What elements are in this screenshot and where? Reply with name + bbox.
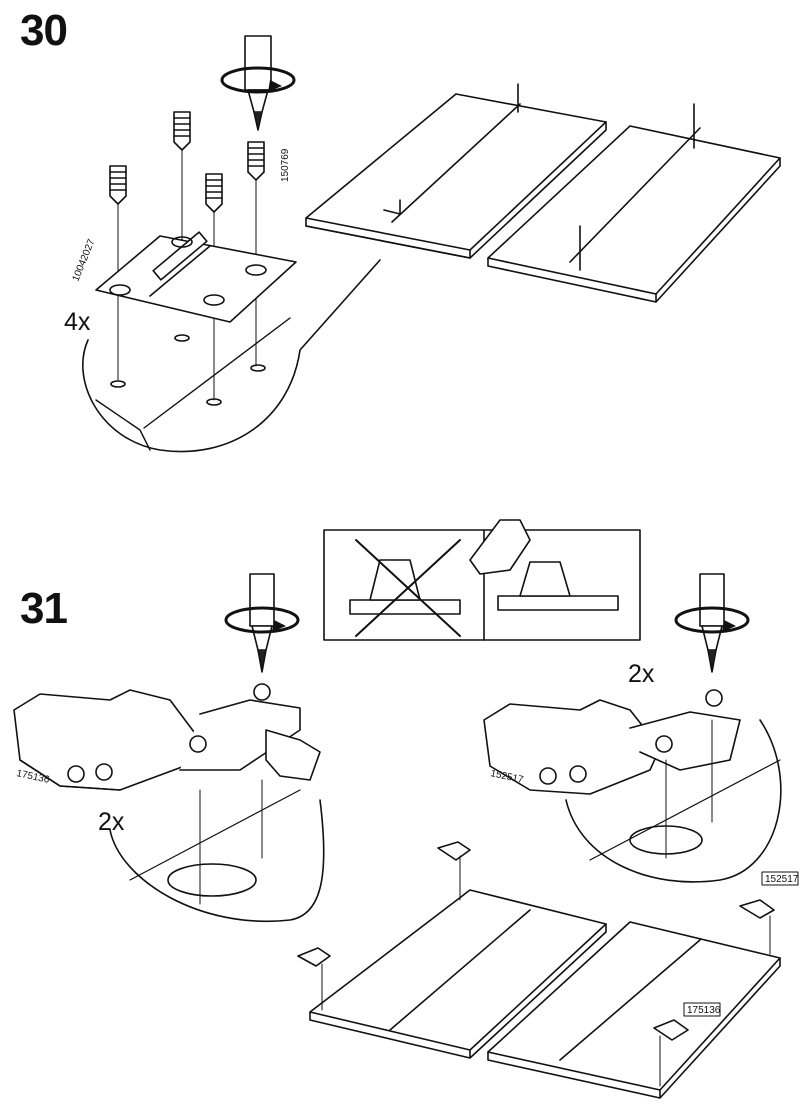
quantity-label: 2x [98, 808, 125, 836]
part-callout-box [683, 871, 799, 1017]
step-31-number: 31 [20, 584, 68, 633]
small-hinge-icon [297, 841, 775, 1087]
rotate-clockwise-icon [674, 606, 750, 634]
rotate-clockwise-icon [220, 66, 296, 94]
part-callout-label: 175136 [687, 1005, 721, 1016]
cam-dowel-icon [173, 111, 191, 241]
part-number-label: 150769 [280, 148, 291, 182]
cam-dowel-icon [247, 141, 265, 367]
quantity-label: 4x [64, 308, 91, 336]
magnified-detail [565, 719, 782, 883]
step-30-number: 30 [20, 6, 68, 55]
cabinet-hinge [13, 683, 301, 791]
part-number-label: 10042027 [71, 237, 98, 283]
screwdriver-icon [699, 573, 725, 673]
hinge-plate [95, 231, 297, 323]
door-panel [309, 889, 607, 1059]
cross-out-icon [355, 539, 461, 637]
press-hand-icon [469, 519, 531, 575]
screwdriver-icon [244, 35, 272, 131]
magnified-detail [82, 259, 381, 453]
part-callout-label: 152517 [765, 874, 799, 885]
rotate-clockwise-icon [224, 606, 300, 634]
magnified-detail [109, 779, 325, 922]
door-panel [487, 103, 781, 303]
door-panel [305, 83, 607, 259]
door-panel [487, 921, 781, 1099]
quantity-label: 2x [628, 660, 655, 688]
screwdriver-icon [249, 573, 275, 673]
pointing-hand-icon [265, 729, 321, 781]
